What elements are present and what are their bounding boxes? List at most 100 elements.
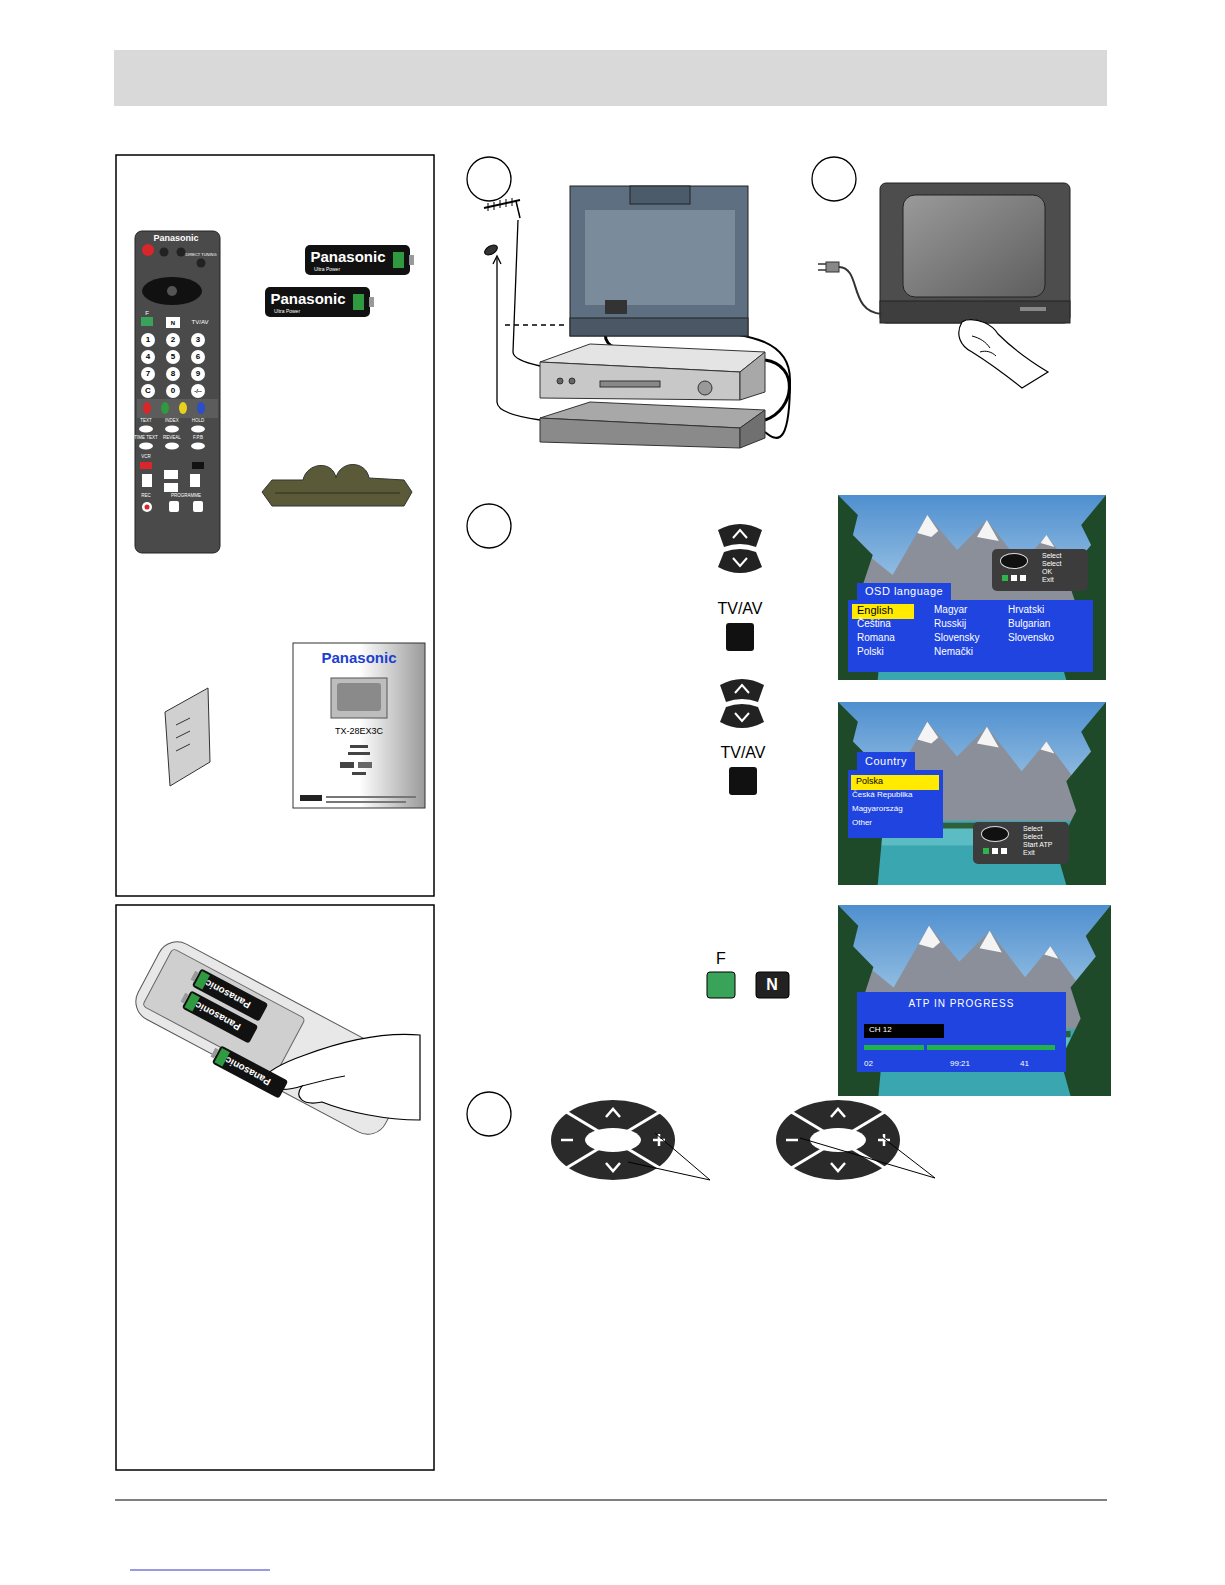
menu-item: English <box>857 604 909 617</box>
remote-control <box>191 333 205 347</box>
manual-booklet <box>331 678 387 718</box>
remote-control <box>166 350 180 364</box>
button-name: TV/AV <box>720 744 765 762</box>
step-circle <box>467 157 511 201</box>
battery <box>208 1043 288 1098</box>
progress-bar <box>864 1045 924 1050</box>
menu-item: Russkij <box>934 618 966 630</box>
cursor-pad <box>551 1100 935 1180</box>
remote-control <box>191 426 205 433</box>
remote-control <box>166 367 180 381</box>
screen-image <box>838 702 1106 885</box>
step-circle <box>812 157 856 201</box>
footer-rule <box>130 1570 270 1571</box>
power-plug <box>839 267 882 314</box>
key-help-text: OK <box>1042 568 1082 576</box>
remote-control <box>177 248 186 257</box>
button-label: -/-- <box>194 388 202 395</box>
menu-item: Čeština <box>857 618 891 630</box>
warranty-card <box>165 688 210 786</box>
power-plug <box>818 269 826 271</box>
menu-item: Magyar <box>934 604 967 616</box>
button-label: TV/AV <box>192 319 209 326</box>
panel-frame <box>116 155 434 896</box>
battery <box>212 1045 288 1098</box>
osd-key-help: SelectSelectOKExit <box>992 549 1088 591</box>
brand-logo: Panasonic <box>310 248 385 265</box>
vcr <box>600 381 660 387</box>
arrow-button <box>720 679 764 702</box>
menu-title: OSD language <box>857 583 951 600</box>
button-label: VCR <box>141 454 151 459</box>
remote-control <box>143 402 151 414</box>
decoder <box>540 402 765 448</box>
brand-logo: Panasonic <box>270 290 345 307</box>
vcr <box>557 378 563 384</box>
arrow-button <box>718 524 764 728</box>
battery <box>305 245 410 275</box>
button-label: 9 <box>196 369 200 378</box>
button-label: 4 <box>146 352 150 361</box>
remote-control <box>164 470 178 479</box>
menu-item: Slovensky <box>934 632 980 644</box>
remote-control <box>135 231 220 553</box>
arrow-button <box>735 713 749 721</box>
menu-item: Polski <box>857 646 884 658</box>
cursor-pad <box>800 1138 935 1178</box>
tv-back <box>585 210 735 305</box>
hand <box>959 320 1048 388</box>
battery <box>181 993 189 1004</box>
battery-label: Ultra Power <box>314 267 340 273</box>
remote-back <box>142 948 305 1076</box>
button-label: REVEAL <box>163 435 181 440</box>
remote-control <box>197 402 205 414</box>
step-circle <box>467 504 511 548</box>
tv-front <box>903 195 1045 297</box>
button-name: N <box>766 976 778 994</box>
cursor-pad <box>655 1133 710 1180</box>
screen-image <box>838 495 1111 1096</box>
battery <box>211 1048 219 1059</box>
power-plug <box>818 263 826 265</box>
remote-control <box>165 426 179 433</box>
key-help-text: Start ATP <box>1023 841 1063 849</box>
vcr <box>698 381 712 395</box>
brand-logo: Panasonic <box>153 233 198 243</box>
battery <box>353 294 364 310</box>
progress-value: 99:21 <box>950 1059 970 1068</box>
remote-control <box>160 248 169 257</box>
tv-back <box>570 186 748 336</box>
hand <box>302 1076 345 1086</box>
tv-back <box>605 300 627 314</box>
remote-control <box>142 474 152 487</box>
menu-item: Česká Republika <box>852 790 912 799</box>
battery <box>265 245 414 317</box>
manual-booklet <box>348 752 370 755</box>
menu-item: Romana <box>857 632 895 644</box>
manual-booklet <box>337 683 381 711</box>
highlight-bar: Polska <box>851 775 939 790</box>
color-button <box>707 972 735 998</box>
manual-booklet <box>340 762 354 768</box>
key-help-text: Exit <box>1042 576 1082 584</box>
warranty-card <box>176 731 190 738</box>
color-button <box>756 972 789 998</box>
remote-control <box>165 443 179 450</box>
remote-control <box>193 501 203 512</box>
header-bar <box>114 50 1107 106</box>
remote-control <box>135 231 220 553</box>
tv-av-button <box>729 767 757 795</box>
tv-front <box>880 183 1070 323</box>
vcr <box>569 378 575 384</box>
tv-av-button <box>726 623 754 651</box>
antenna-cable <box>497 258 540 420</box>
decoder <box>540 418 740 448</box>
button-label: 8 <box>171 369 175 378</box>
antenna-cable <box>513 220 540 366</box>
key-help-text: Select <box>1023 825 1063 833</box>
arrow-button <box>735 685 749 693</box>
remote-control <box>166 333 180 347</box>
cursor-pad <box>882 1137 935 1178</box>
button-label: F.P.B <box>193 435 203 440</box>
